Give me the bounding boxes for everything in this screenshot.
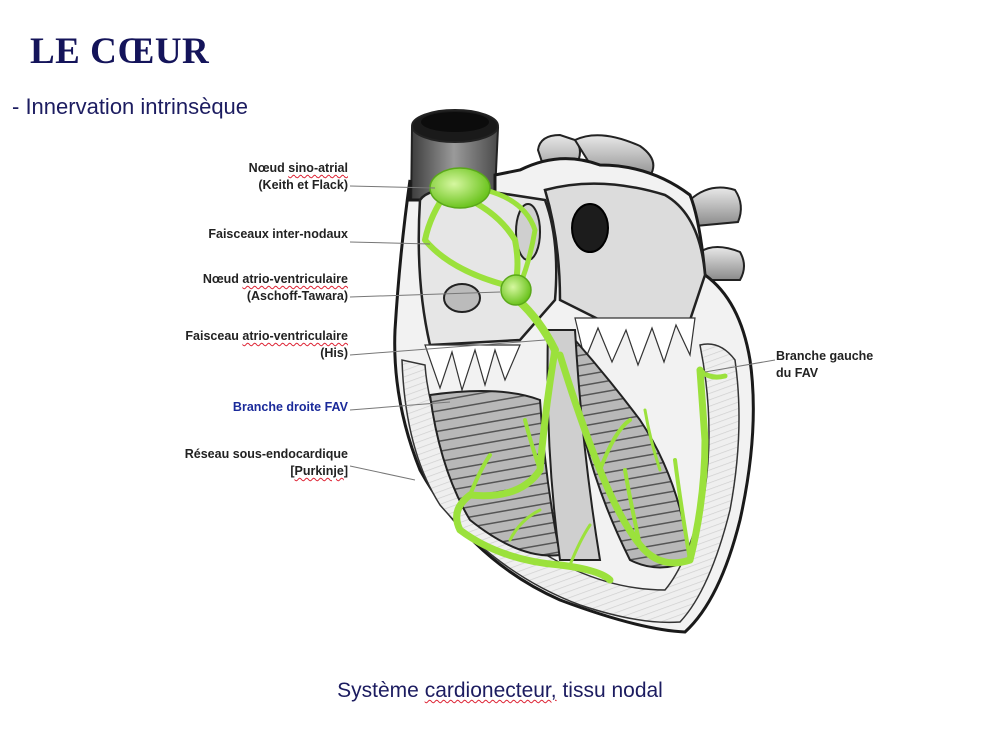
label-av-node: Nœud atrio-ventriculaire (Aschoff-Tawara…	[202, 272, 348, 303]
valves	[424, 317, 696, 393]
internodal-path-1	[422, 187, 508, 288]
slide-subtitle: - Innervation intrinsèque	[12, 94, 249, 119]
left-branch	[556, 351, 709, 567]
atrioventricular-node	[500, 274, 532, 306]
slide-title: LE CŒUR	[30, 31, 210, 72]
label-left-branch: Branche gauche du FAV	[776, 349, 874, 380]
internodal-path-2	[467, 197, 521, 288]
label-right-branch: Branche droite FAV	[232, 400, 348, 414]
label-sinoatrial-node: Nœud sino-atrial (Keith et Flack)	[248, 161, 348, 192]
slide-caption: Système cardionecteur, tissu nodal	[337, 679, 663, 702]
right-branch	[453, 346, 614, 584]
internodal-path-3	[482, 187, 538, 288]
label-his-bundle: Faisceau atrio-ventriculaire (His)	[185, 329, 348, 360]
leader-lines	[349, 185, 776, 481]
conduction-system	[422, 187, 728, 584]
label-internodal-bundles: Faisceaux inter-nodaux	[208, 227, 348, 241]
sinoatrial-node	[429, 167, 491, 209]
label-purkinje: Réseau sous-endocardique [Purkinje]	[184, 447, 348, 478]
